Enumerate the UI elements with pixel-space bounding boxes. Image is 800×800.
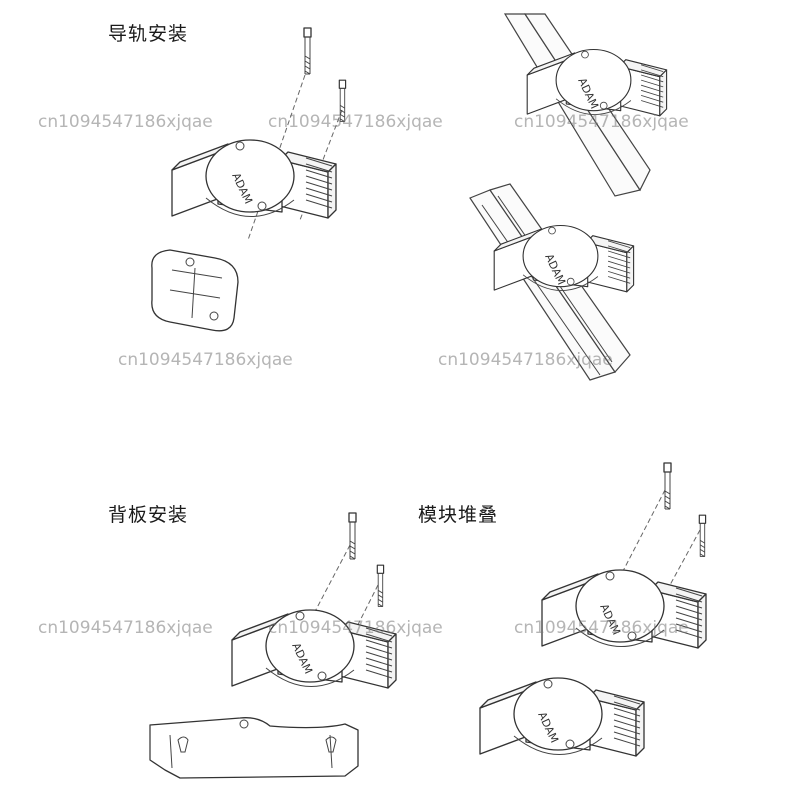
- panel-mount-title: 背板安装: [108, 504, 189, 526]
- watermark: cn1094547186xjqae: [268, 618, 443, 638]
- stacking-diagram: ADAM ADAM: [479, 462, 707, 757]
- rail-mount-view-2: ADAM: [469, 183, 635, 381]
- watermark: cn1094547186xjqae: [38, 112, 213, 132]
- watermark: cn1094547186xjqae: [438, 350, 613, 370]
- stacking-title: 模块堆叠: [418, 504, 499, 526]
- watermark: cn1094547186xjqae: [514, 112, 689, 132]
- watermark: cn1094547186xjqae: [118, 350, 293, 370]
- rail-mount-view-1: ADAM: [503, 13, 668, 197]
- panel-mount-diagram: ADAM: [149, 512, 397, 779]
- watermark: cn1094547186xjqae: [514, 618, 689, 638]
- watermark: cn1094547186xjqae: [38, 618, 213, 638]
- watermark: cn1094547186xjqae: [268, 112, 443, 132]
- rail-mount-exploded: ADAM: [151, 27, 347, 332]
- rail-mount-title: 导轨安装: [108, 23, 189, 45]
